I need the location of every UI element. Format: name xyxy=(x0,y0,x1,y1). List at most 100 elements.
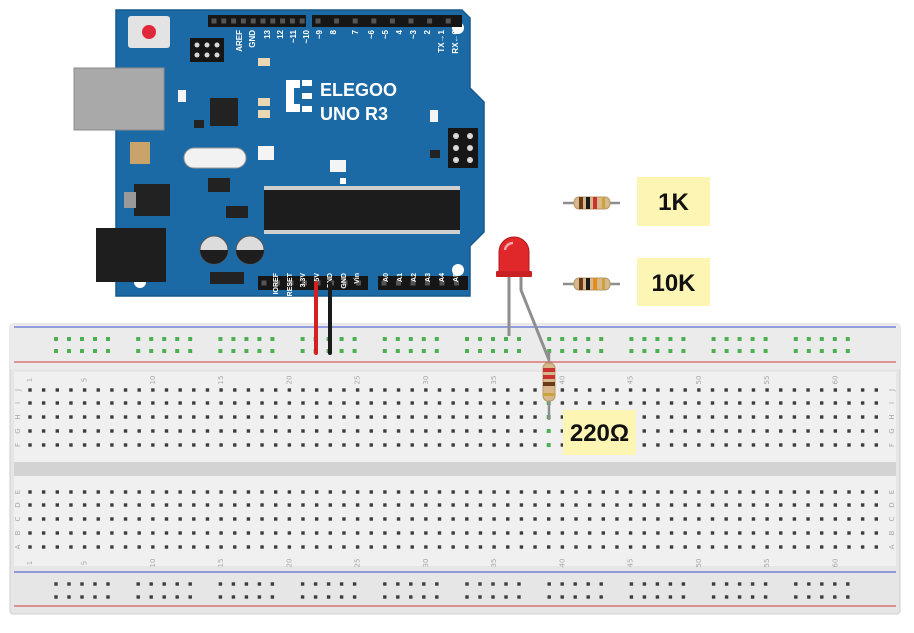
pin-label: A2 xyxy=(411,273,418,282)
breadboard-hole xyxy=(478,545,483,549)
breadboard-hole xyxy=(314,490,319,494)
breadboard-hole xyxy=(628,490,633,494)
rail-hole xyxy=(136,595,140,599)
breadboard-hole xyxy=(833,517,838,521)
breadboard-hole xyxy=(779,415,783,419)
breadboard-hole xyxy=(383,503,387,507)
breadboard-hole xyxy=(164,429,169,433)
breadboard-hole xyxy=(874,517,878,521)
mount-hole xyxy=(452,264,464,276)
rail-hole xyxy=(711,582,716,586)
breadboard-hole xyxy=(465,388,469,392)
header-pin xyxy=(261,280,267,286)
breadboard-hole xyxy=(424,443,428,447)
breadboard-hole xyxy=(301,429,305,433)
rail-hole xyxy=(793,337,798,341)
breadboard-hole xyxy=(697,490,701,494)
breadboard-hole xyxy=(233,490,237,494)
breadboard-hole xyxy=(628,401,633,405)
header-pin xyxy=(315,18,321,24)
breadboard-hole xyxy=(601,490,605,494)
breadboard-hole xyxy=(669,503,674,507)
breadboard-hole xyxy=(96,443,100,447)
icsp-header xyxy=(448,128,478,168)
breadboard-hole xyxy=(451,545,455,549)
rail-hole xyxy=(547,595,551,599)
breadboard-hole xyxy=(328,415,332,419)
breadboard-hole xyxy=(574,388,578,392)
breadboard-hole xyxy=(369,388,373,392)
rail-hole xyxy=(560,595,564,599)
breadboard-hole xyxy=(328,531,332,535)
rail-hole xyxy=(655,349,660,353)
breadboard-hole xyxy=(806,388,810,392)
row-letter: B xyxy=(14,530,22,535)
breadboard-hole xyxy=(410,490,414,494)
breadboard-hole xyxy=(205,415,210,419)
breadboard-hole xyxy=(451,443,455,447)
breadboard-hole xyxy=(806,401,810,405)
breadboard-hole xyxy=(669,490,674,494)
breadboard-hole xyxy=(383,388,387,392)
breadboard-hole xyxy=(519,429,524,433)
breadboard-hole xyxy=(779,443,783,447)
breadboard-hole xyxy=(164,401,169,405)
breadboard-hole xyxy=(328,490,332,494)
breadboard-hole xyxy=(260,517,264,521)
rail-hole xyxy=(504,349,508,353)
breadboard-hole xyxy=(615,388,619,392)
rail-hole xyxy=(67,595,71,599)
breadboard-hole xyxy=(424,388,428,392)
breadboard-hole xyxy=(205,517,210,521)
breadboard-hole xyxy=(328,401,332,405)
breadboard-hole xyxy=(697,545,701,549)
breadboard-hole xyxy=(219,545,223,549)
breadboard-hole xyxy=(178,531,182,535)
breadboard-hole xyxy=(246,401,251,405)
rail-hole xyxy=(149,582,153,586)
breadboard-hole xyxy=(396,490,401,494)
breadboard-hole xyxy=(806,531,810,535)
resistor-1k xyxy=(563,196,620,210)
breadboard-hole xyxy=(820,531,824,535)
breadboard-hole xyxy=(874,490,878,494)
breadboard-hole xyxy=(683,531,687,535)
breadboard-hole xyxy=(860,401,865,405)
breadboard-hole xyxy=(656,388,660,392)
breadboard-hole xyxy=(55,517,59,521)
breadboard-hole xyxy=(233,388,237,392)
column-number: 45 xyxy=(627,376,635,385)
breadboard-hole xyxy=(847,545,851,549)
breadboard-hole xyxy=(656,503,660,507)
breadboard-hole xyxy=(355,503,360,507)
breadboard-hole xyxy=(246,517,251,521)
breadboard-hole xyxy=(410,517,414,521)
pin-label: RESET xyxy=(287,272,294,296)
breadboard-hole xyxy=(328,388,332,392)
pin-label: Vin xyxy=(354,273,361,284)
breadboard-hole xyxy=(123,443,128,447)
rail-hole xyxy=(668,337,673,341)
rail-hole xyxy=(845,337,850,341)
rail-hole xyxy=(711,349,716,353)
breadboard-hole xyxy=(820,490,824,494)
breadboard-hole xyxy=(82,429,87,433)
breadboard-hole xyxy=(533,429,537,433)
pin-label: 8 xyxy=(329,29,338,34)
rail-hole xyxy=(465,337,469,341)
rail-hole xyxy=(681,337,686,341)
column-number: 10 xyxy=(149,376,157,385)
breadboard-hole xyxy=(465,401,469,405)
breadboard-hole xyxy=(519,517,524,521)
breadboard-hole xyxy=(738,401,742,405)
rail-hole xyxy=(326,595,331,599)
breadboard-hole xyxy=(28,388,32,392)
rail-hole xyxy=(300,337,305,341)
breadboard-hole xyxy=(519,388,524,392)
rail-hole xyxy=(737,595,742,599)
rail-hole xyxy=(106,595,110,599)
header-pin xyxy=(410,280,416,286)
rail-hole xyxy=(162,349,167,353)
breadboard-hole xyxy=(424,545,428,549)
